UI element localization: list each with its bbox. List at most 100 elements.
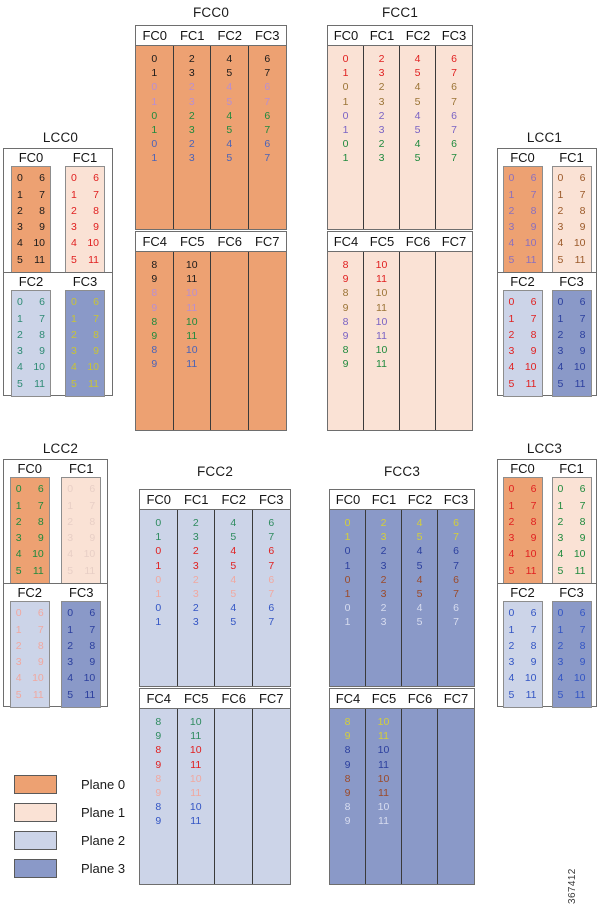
lcc-cell-right: 11 [34, 377, 45, 390]
fcc-cell: 4 [414, 109, 421, 122]
lcc-cell-left: 1 [557, 312, 564, 325]
lcc-cell-right: 9 [93, 345, 99, 358]
legend-label-plane-2: Plane 2 [81, 832, 126, 848]
fcc-cell: 6 [268, 545, 275, 558]
lcc-cell-left: 3 [67, 532, 74, 545]
lcc-cell-right: 10 [33, 361, 45, 374]
legend-swatch-plane-2 [14, 830, 57, 850]
lcc-cell-left: 5 [508, 564, 515, 577]
lcc-cell-right: 11 [574, 377, 586, 390]
fcc-cell: 10 [189, 772, 202, 785]
lcc-cell-left: 1 [508, 188, 515, 201]
fcc-cell: 4 [230, 573, 237, 586]
lcc-cell-right: 6 [530, 483, 537, 496]
fcc-cell: 2 [380, 602, 387, 615]
fcc-cell: 3 [188, 123, 195, 136]
fcc-cell: 10 [375, 315, 388, 328]
fcc-cell: 1 [344, 559, 351, 572]
lcc-cell-right: 10 [87, 361, 99, 374]
legend-item-plane-1: Plane 1 [14, 800, 125, 824]
fcc-header-fcc2-fc5: FC5 [183, 691, 209, 706]
lcc-cell-right: 9 [530, 221, 537, 234]
lcc-cell-left: 4 [17, 361, 23, 374]
lcc-cell-left: 0 [17, 296, 23, 309]
fcc-header-fcc2-fc2: FC2 [221, 492, 247, 507]
lcc-cell-left: 2 [557, 204, 564, 217]
fcc-cell: 8 [155, 744, 162, 757]
fcc-cell: 2 [192, 573, 199, 586]
lcc-cell-left: 2 [557, 328, 564, 341]
lcc-cell-left: 4 [557, 361, 564, 374]
lcc-cell-right: 10 [33, 237, 45, 250]
lcc-cell-left: 3 [508, 532, 515, 545]
fcc-cell: 1 [344, 531, 351, 544]
lcc-cell-left: 1 [67, 623, 74, 636]
fcc-cell [400, 329, 435, 343]
fcc-cell: 7 [453, 616, 459, 629]
fcc-cell [249, 329, 287, 343]
fcc-cell: 2 [192, 602, 199, 615]
lcc-cell-left: 1 [557, 188, 564, 201]
fcc-cell: 7 [268, 616, 275, 629]
lcc-cell-right: 6 [37, 607, 44, 620]
fcc-cell [438, 772, 474, 786]
fcc-cell: 5 [414, 95, 421, 108]
fcc-header-fcc2-fc1: FC1 [183, 492, 209, 507]
legend-item-plane-3: Plane 3 [14, 856, 125, 880]
fcc-cell: 8 [151, 315, 158, 328]
fcc-cell: 11 [376, 358, 387, 371]
lcc-cell-right: 10 [524, 361, 537, 374]
fcc-cell [438, 743, 474, 757]
lcc-header-lcc3-fc2: FC2 [510, 585, 535, 600]
fcc-cell [211, 329, 248, 343]
lcc-header-lcc3-fc0: FC0 [510, 461, 535, 476]
lcc-cell-right: 11 [525, 253, 537, 266]
lcc-cell-left: 4 [67, 548, 74, 561]
fcc-cell: 10 [189, 801, 202, 814]
fcc-cell: 9 [155, 815, 162, 828]
fcc-cell: 5 [230, 559, 237, 572]
fcc-cell [400, 301, 435, 315]
fcc-cell: 2 [188, 138, 195, 151]
fcc-cell [400, 343, 435, 357]
lcc-cell-left: 1 [15, 623, 22, 636]
fcc-cell [215, 743, 252, 757]
fcc-cell: 11 [378, 730, 389, 743]
lcc-cell-right: 11 [574, 688, 586, 701]
lcc-cell-left: 1 [15, 499, 22, 512]
fcc-column-fcc3-fc6 [402, 709, 438, 884]
lcc-cell-right: 9 [37, 532, 44, 545]
fcc-cell [402, 772, 437, 786]
lcc-cell-right: 10 [524, 548, 537, 561]
lcc-cell-right: 9 [89, 532, 96, 545]
fcc-cell: 10 [185, 287, 198, 300]
lcc-cell-left: 1 [17, 188, 23, 201]
lcc-cell-left: 3 [508, 221, 515, 234]
fcc-cell: 1 [344, 587, 351, 600]
